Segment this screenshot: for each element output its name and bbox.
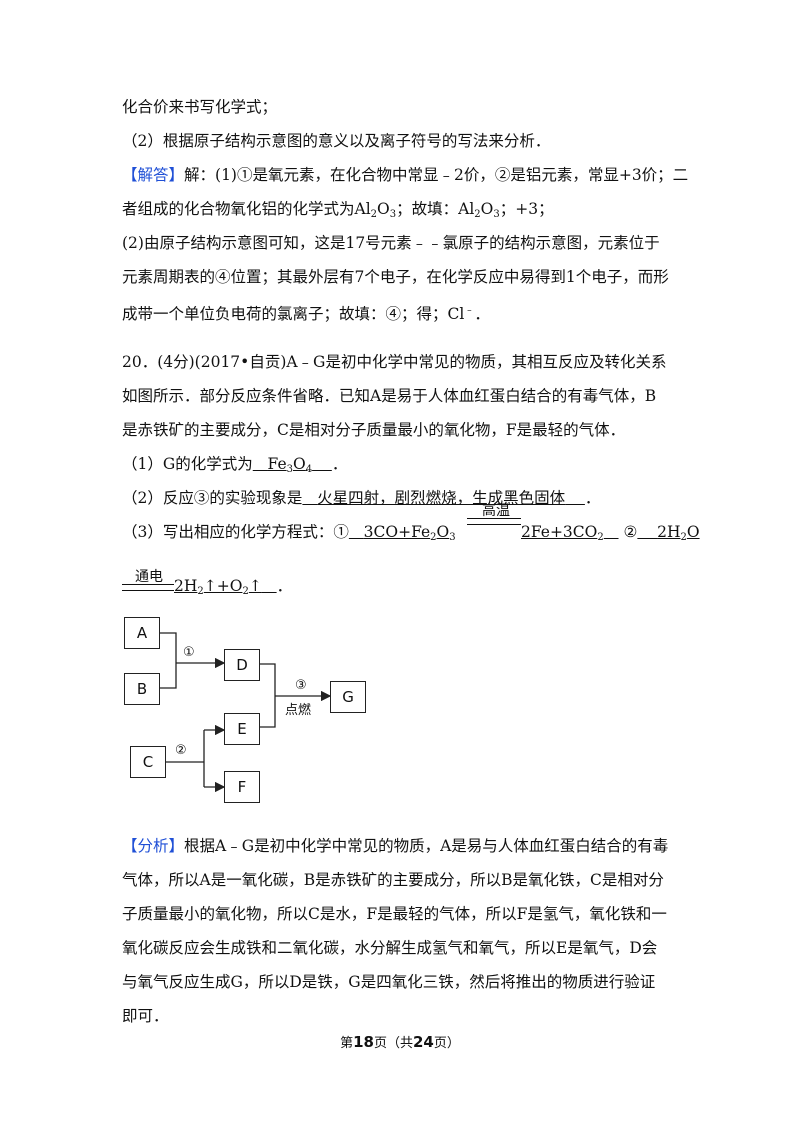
text-span: O	[293, 455, 306, 473]
text-span: ②	[623, 523, 638, 541]
subscript: 2	[680, 532, 687, 543]
answer-blank: Fe3O4	[253, 455, 332, 475]
analysis-line: 气体，所以A是一氧化碳，B是赤铁矿的主要成分，所以B是氧化铁，C是相对分	[122, 871, 664, 889]
equals-bar	[122, 584, 174, 591]
question-stem: 是赤铁矿的主要成分，C是相对分子质量最小的氧化物，F是最轻的气体．	[122, 421, 626, 439]
total-pages: 24	[413, 1033, 434, 1051]
condition-label: 高温	[482, 503, 510, 519]
text-span: 火星四射，剧烈燃烧，生成黑色固体	[317, 489, 566, 507]
text-span: 3CO+Fe	[363, 523, 431, 541]
text-span: （2）反应③的实验现象是	[122, 489, 303, 507]
subscript: 4	[305, 464, 313, 475]
text-line: 元素周期表的④位置；其最外层有7个电子，在化学反应中易得到1个电子，而形	[122, 268, 669, 286]
subscript: 3	[449, 532, 456, 543]
text-span: 页）	[433, 1036, 460, 1051]
subscript: 2	[242, 586, 249, 597]
text-span: O	[480, 200, 494, 218]
subscript: 2	[370, 209, 378, 220]
analysis-line: 与氧气反应生成G，所以D是铁，G是四氧化三铁，然后将推出的物质进行验证	[122, 973, 656, 991]
question-stem: 20．(4分)(2017•自贡)A﹣G是初中化学中常见的物质，其相互反应及转化关…	[122, 353, 667, 371]
text-span: ．	[584, 489, 601, 507]
analysis-line: 即可．	[122, 1007, 169, 1025]
text-span: 根据A﹣G是初中化学中常见的物质，A是易与人体血红蛋白结合的有毒	[184, 837, 669, 855]
equation-right: 2H2↑+O2↑ ．	[174, 576, 292, 602]
text-span: （3）写出相应的化学方程式：①	[122, 523, 349, 541]
page-number: 18	[353, 1033, 374, 1051]
text-span: ；+3；	[499, 200, 554, 218]
node-d: D	[224, 649, 260, 681]
node-f: F	[224, 771, 260, 803]
reaction-2-label: ②	[175, 743, 187, 758]
question-part-1: （1）G的化学式为 Fe3O4 ．	[122, 454, 347, 480]
bracket-a-b	[159, 632, 177, 689]
text-span: 解：(1)①是氧元素，在化合物中常显﹣2价，②是铝元素，常显+3价；二	[184, 166, 689, 184]
subscript: 3	[389, 209, 397, 220]
question-stem: 如图所示．部分反应条件省略．已知A是易于人体血红蛋白结合的有毒气体，B	[122, 387, 657, 405]
answer-blank: 火星四射，剧烈燃烧，生成黑色固体	[302, 489, 585, 507]
text-line: 【解答】解：(1)①是氧元素，在化合物中常显﹣2价，②是铝元素，常显+3价；二	[122, 165, 688, 185]
text-span: O	[436, 523, 450, 541]
subscript: 3	[286, 464, 293, 475]
text-line: 者组成的化合物氧化铝的化学式为Al2O3；故填：Al2O3；+3；	[122, 199, 554, 225]
subscript: 3	[493, 209, 500, 220]
reaction-diagram	[159, 632, 332, 793]
text-span: ↑	[248, 577, 262, 595]
node-e: E	[224, 713, 260, 745]
text-span: （1）G的化学式为	[122, 455, 253, 473]
analysis-line: 氧化碳反应会生成铁和二氧化碳，水分解生成氢气和氧气，所以E是氧气，D会	[122, 939, 658, 957]
analysis-tag: 【分析】	[122, 837, 185, 855]
equation-right: 2Fe+3CO2 ② 2H2O	[521, 522, 700, 548]
text-span: O	[686, 523, 700, 541]
text-span: 者组成的化合物氧化铝的化学式为Al	[122, 200, 371, 218]
question-part-3: （3）写出相应的化学方程式：① 3CO+Fe2O3	[122, 522, 456, 548]
text-span: 2H	[174, 577, 198, 595]
subscript: 2	[597, 532, 604, 543]
text-span: O	[377, 200, 390, 218]
subscript: 2	[197, 586, 204, 597]
text-span: ．	[474, 305, 490, 323]
subscript: 2	[430, 532, 437, 543]
text-span: 第	[340, 1036, 354, 1051]
reaction-3-condition: 点燃	[285, 703, 312, 718]
text-span: 2H	[657, 523, 681, 541]
node-g: G	[330, 681, 366, 713]
question-part-2: （2）反应③的实验现象是 火星四射，剧烈燃烧，生成黑色固体 ．	[122, 488, 600, 508]
analysis-line: 【分析】根据A﹣G是初中化学中常见的物质，A是易与人体血红蛋白结合的有毒	[122, 836, 668, 856]
node-b: B	[124, 673, 160, 705]
answer-blank: 3CO+Fe2O3	[349, 523, 456, 543]
equals-bar	[467, 518, 521, 525]
answer-blank: 2H2↑+O2↑	[174, 577, 277, 597]
text-line: 成带一个单位负电荷的氯离子；故填：④；得；Cl﹣．	[122, 301, 490, 324]
condition-label: 通电	[135, 569, 163, 585]
text-span: 成带一个单位负电荷的氯离子；故填：④；得；Cl	[122, 305, 465, 323]
bracket-d-e	[258, 663, 276, 728]
text-span: 2Fe+3CO	[521, 523, 598, 541]
text-span: 页（共	[373, 1036, 413, 1051]
answer-blank: 2Fe+3CO2	[521, 523, 619, 543]
text-span: ↑+O	[203, 577, 243, 595]
text-span: ．	[276, 577, 293, 595]
text-line: （2）根据原子结构示意图的意义以及离子符号的写法来分析．	[122, 132, 551, 150]
reaction-3-label: ③	[295, 678, 307, 693]
text-line: (2)由原子结构示意图可知，这是17号元素﹣﹣氯原子的结构示意图，元素位于	[122, 234, 660, 252]
subscript: 2	[474, 209, 481, 220]
text-span: ；故填：Al	[396, 200, 475, 218]
reaction-1-label: ①	[183, 645, 195, 660]
page-footer: 第18页（共24页）	[0, 1032, 800, 1051]
node-c: C	[130, 746, 166, 778]
answer-blank: 2H2O	[637, 523, 700, 543]
node-a: A	[124, 617, 160, 649]
text-span: ．	[331, 455, 348, 473]
text-span: Fe	[267, 455, 287, 473]
superscript: ﹣	[464, 305, 475, 316]
answer-tag: 【解答】	[122, 166, 185, 184]
analysis-line: 子质量最小的氧化物，所以C是水，F是最轻的气体，所以F是氢气，氧化铁和一	[122, 905, 667, 923]
text-line: 化合价来书写化学式；	[122, 98, 278, 116]
